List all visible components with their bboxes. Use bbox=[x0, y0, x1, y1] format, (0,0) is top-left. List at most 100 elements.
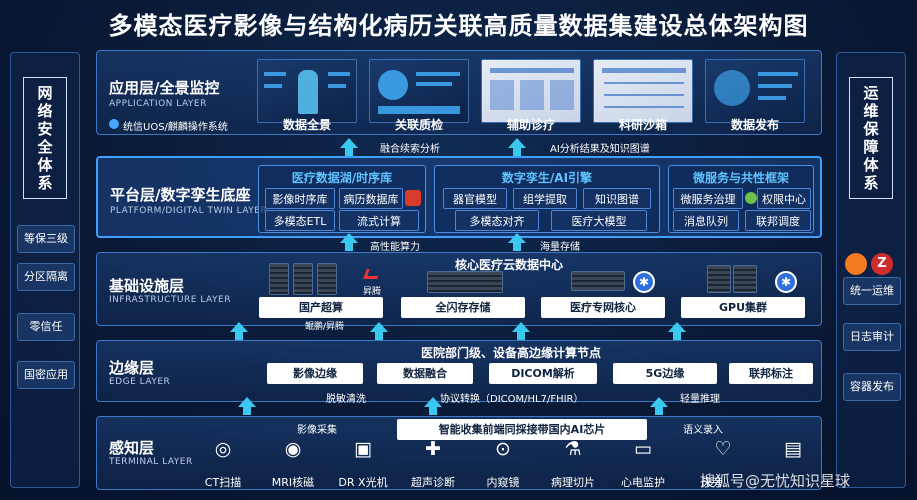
layer-name: 感知层 bbox=[109, 439, 155, 457]
security-item-crypto: 国密应用 bbox=[17, 361, 75, 389]
platform-chip: 权限中心 bbox=[757, 188, 811, 209]
up-arrow-icon bbox=[508, 138, 526, 148]
up-arrow-icon bbox=[512, 322, 530, 332]
security-panel: 网 络 安 全 体 系 等保三级 分区隔离 零信任 国密应用 bbox=[10, 52, 80, 488]
up-arrow-icon bbox=[513, 148, 521, 156]
ct-scanner-icon: ◎ bbox=[214, 438, 232, 460]
terminal-layer: 感知层 TERMINAL LAYER 影像采集 智能收集前端同採接带国内AI芯片… bbox=[96, 416, 822, 490]
up-arrow-icon bbox=[673, 332, 681, 340]
infrastructure-layer: 基础设施层 INFRASTRUCTURE LAYER 核心医疗云数据中心 昇腾 … bbox=[96, 252, 822, 332]
security-item-level3: 等保三级 bbox=[17, 225, 75, 253]
group-title: 数字孪生/AI引擎 bbox=[501, 171, 593, 185]
security-item-isolation: 分区隔离 bbox=[17, 263, 75, 291]
up-arrow-icon bbox=[424, 397, 442, 407]
up-arrow-icon bbox=[235, 332, 243, 340]
platform-layer: 平台层/数字孪生底座 PLATFORM/DIGITAL TWIN LAYER 医… bbox=[96, 156, 822, 238]
kubernetes-icon: ✱ bbox=[775, 271, 797, 293]
microscope-icon: ⚗ bbox=[564, 438, 582, 460]
up-arrow-icon bbox=[508, 233, 526, 243]
edge-chip: 联邦标注 bbox=[729, 363, 813, 384]
up-arrow-icon bbox=[340, 233, 358, 243]
layer-name: 基础设施层 bbox=[109, 277, 185, 295]
group-microservice: 微服务与共性框架 微服务治理 权限中心 消息队列 联邦调度 bbox=[668, 165, 814, 233]
up-arrow-icon bbox=[655, 407, 663, 415]
bedside-icon: ♡ bbox=[714, 438, 732, 460]
ascend-logo-icon bbox=[363, 269, 381, 279]
platform-chip: 消息队列 bbox=[673, 210, 739, 231]
layer-name: 平台层/数字孪生底座 bbox=[110, 186, 251, 204]
group-ai-engine: 数字孪生/AI引擎 器官模型 组学提取 知识图谱 多模态对齐 医疗大模型 bbox=[434, 165, 660, 233]
up-arrow-icon bbox=[517, 332, 525, 340]
flow-label: 融合续索分析 bbox=[380, 144, 440, 155]
group-title: 微服务与共性框架 bbox=[692, 171, 789, 185]
flow-label: 高性能算力 bbox=[370, 242, 420, 253]
infra-chip: GPU集群 bbox=[681, 297, 805, 318]
up-arrow-icon bbox=[370, 322, 388, 332]
server-rack-icon bbox=[269, 263, 289, 295]
device-label: CT扫描 bbox=[204, 476, 242, 489]
edge-chip: 影像边缘 bbox=[267, 363, 363, 384]
group-data-lake: 医疗数据湖/时序库 影像时序库 病历数据库 多模态ETL 流式计算 bbox=[258, 165, 426, 233]
zabbix-icon: Z bbox=[871, 253, 893, 275]
ecg-monitor-icon: ▭ bbox=[634, 438, 652, 460]
screen-data-panorama bbox=[257, 59, 357, 123]
up-arrow-icon bbox=[238, 397, 256, 407]
gpu-server-icon bbox=[733, 265, 757, 293]
platform-chip: 影像时序库 bbox=[265, 188, 335, 209]
platform-chip: 多模态对齐 bbox=[455, 210, 539, 231]
platform-chip: 知识图谱 bbox=[583, 188, 651, 209]
flow-label: 轻量推理 bbox=[680, 394, 720, 405]
screen-label: 数据发布 bbox=[730, 118, 779, 132]
layer-subtitle: TERMINAL LAYER bbox=[109, 457, 193, 467]
os-note: 统信UOS/麒麟操作系统 bbox=[123, 122, 228, 133]
screen-label: 科研沙箱 bbox=[618, 118, 667, 132]
server-rack-icon bbox=[317, 263, 337, 295]
infra-center-label: 核心医疗云数据中心 bbox=[455, 258, 564, 272]
infra-note: 鲲鹏/昇腾 bbox=[305, 322, 345, 332]
layer-subtitle: INFRASTRUCTURE LAYER bbox=[109, 295, 231, 305]
screen-assisted-diagnosis bbox=[481, 59, 581, 123]
screen-data-release bbox=[705, 59, 805, 123]
flow-label: 协议转换（DICOM/HL7/FHIR） bbox=[440, 394, 584, 405]
os-icon bbox=[109, 119, 119, 129]
application-layer: 应用层/全景监控 APPLICATION LAYER 统信UOS/麒麟操作系统 … bbox=[96, 50, 822, 135]
ops-item-unified: 统一运维 bbox=[843, 277, 901, 305]
platform-chip: 器官模型 bbox=[443, 188, 507, 209]
flow-label: 语义录入 bbox=[683, 425, 723, 436]
ops-item-container: 容器发布 bbox=[843, 373, 901, 401]
flow-label: 海量存储 bbox=[540, 242, 580, 253]
screen-label: 数据全景 bbox=[282, 118, 331, 132]
device-label: 心电监护 bbox=[621, 476, 665, 489]
edge-layer: 边缘层 EDGE LAYER 医院部门级、设备高边缘计算节点 影像边缘 数据融合… bbox=[96, 340, 822, 402]
edge-center-label: 医院部门级、设备高边缘计算节点 bbox=[421, 346, 602, 360]
screen-research-sandbox bbox=[593, 59, 693, 123]
layer-name: 边缘层 bbox=[109, 359, 155, 377]
platform-chip: 多模态ETL bbox=[265, 210, 335, 231]
up-arrow-icon bbox=[345, 148, 353, 156]
layer-subtitle: APPLICATION LAYER bbox=[109, 99, 207, 109]
mri-icon: ◉ bbox=[284, 438, 302, 460]
ascend-label: 昇腾 bbox=[363, 287, 382, 297]
grafana-icon bbox=[845, 253, 867, 275]
screen-quality-check bbox=[369, 59, 469, 123]
ops-panel-heading: 运 维 保 障 体 系 bbox=[849, 77, 893, 199]
edge-chip: 5G边缘 bbox=[613, 363, 717, 384]
layer-name: 应用层/全景监控 bbox=[109, 79, 220, 97]
infra-chip: 国产超算 bbox=[259, 297, 383, 318]
flow-label: 影像采集 bbox=[297, 425, 337, 436]
up-arrow-icon bbox=[375, 332, 383, 340]
edge-chip: 数据融合 bbox=[377, 363, 473, 384]
group-title: 医疗数据湖/时序库 bbox=[291, 171, 393, 185]
page-title: 多模态医疗影像与结构化病历关联高质量数据集建设总体架构图 bbox=[108, 12, 809, 40]
up-arrow-icon bbox=[650, 397, 668, 407]
kubernetes-icon: ✱ bbox=[633, 271, 655, 293]
platform-chip: 微服务治理 bbox=[673, 188, 743, 209]
up-arrow-icon bbox=[345, 243, 353, 251]
up-arrow-icon bbox=[429, 407, 437, 415]
up-arrow-icon bbox=[668, 322, 686, 332]
up-arrow-icon bbox=[230, 322, 248, 332]
platform-chip: 医疗大模型 bbox=[551, 210, 647, 231]
device-label: DR X光机 bbox=[338, 476, 388, 489]
platform-chip: 病历数据库 bbox=[339, 188, 403, 209]
gpu-server-icon bbox=[707, 265, 731, 293]
